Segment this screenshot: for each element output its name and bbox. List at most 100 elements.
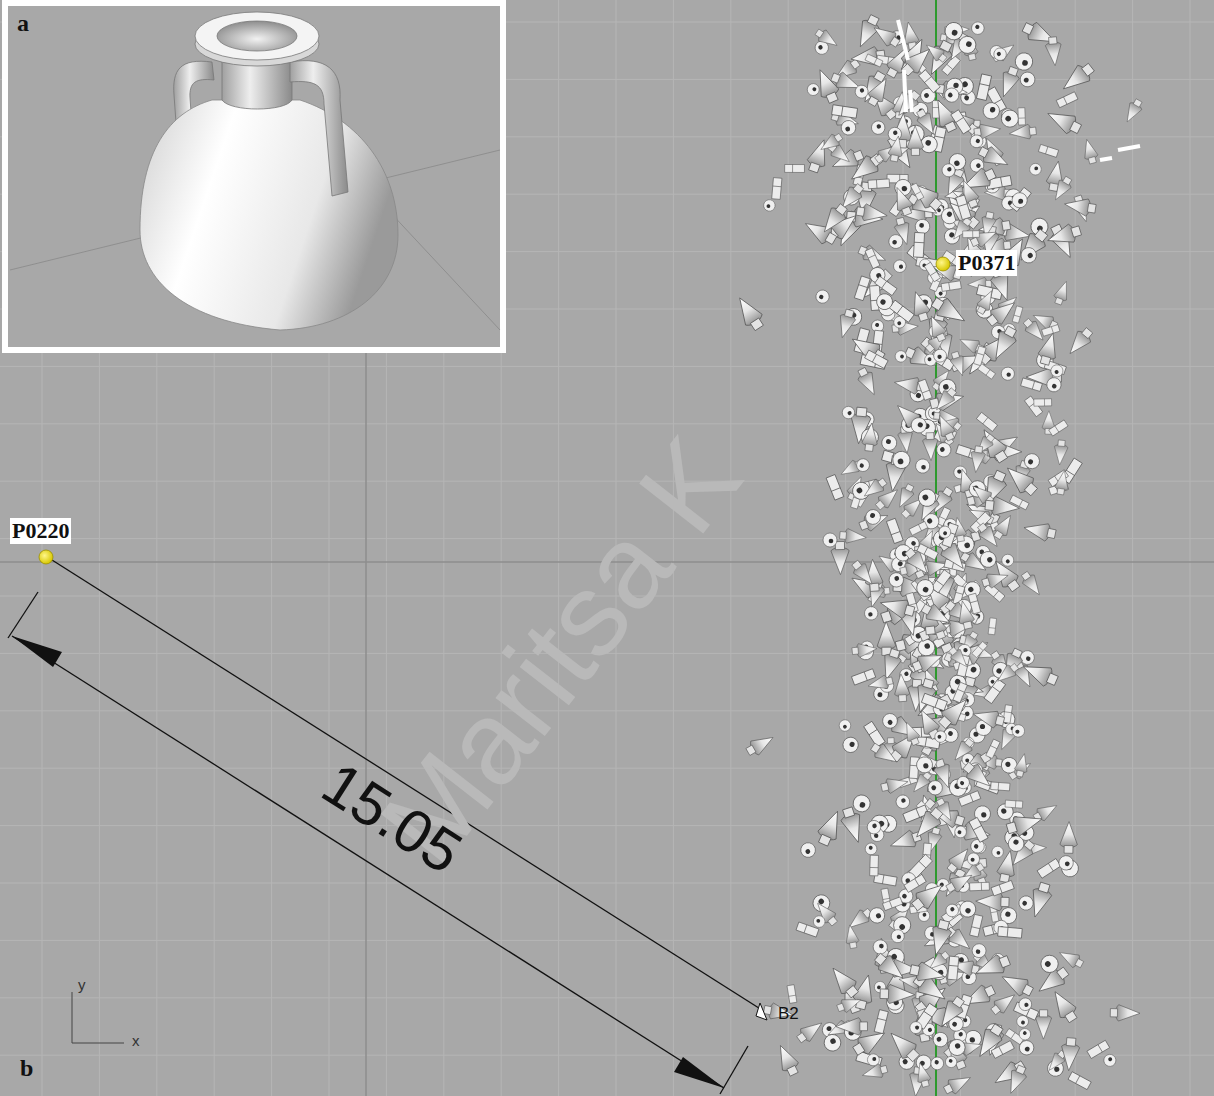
toe-stub [880,1065,888,1073]
toe-ring [1098,1045,1102,1052]
toe-ring [1048,863,1053,871]
amphora-toe [813,915,825,927]
amphora-toe [891,449,912,470]
amphora-toe [837,717,853,733]
toe-stub [825,232,837,244]
amphora-toe [835,308,858,340]
amphora-toe [840,119,858,137]
toe-ring [947,64,953,69]
toe-stub [1075,959,1084,968]
toe-ring [897,306,903,314]
toe-end [840,119,858,137]
toe-hole [1022,1030,1027,1035]
toe-stub [1024,840,1035,851]
amphora-toe [1058,855,1074,871]
toe-cylinder [865,350,889,368]
toe-stub [977,306,986,315]
toe-hole [892,240,898,246]
amphora-toe [915,486,939,510]
toe-cylinder [1042,325,1060,337]
toe-cone [1115,1005,1140,1022]
toe-end [915,486,939,510]
toe-stub [945,121,957,132]
toe-end [1001,367,1015,381]
toe-stub [1021,571,1031,580]
amphora-toe [826,962,862,1001]
amphora-toe [1068,1072,1091,1090]
toe-stub [990,1024,1003,1037]
toe-stub [984,985,995,997]
toe-end [863,507,883,527]
toe-ring [992,925,994,934]
toe-stub [1049,183,1058,192]
toe-stub [918,312,928,321]
amphora-toe [998,969,1035,1000]
toe-end [970,20,986,36]
amphora-toe [772,178,782,200]
toe-end [1017,1038,1036,1057]
toe-hole [967,586,974,593]
amphora-toe [1121,97,1145,125]
toe-stub [870,154,883,167]
amphora-toe [977,548,999,570]
toe-hole [922,912,927,917]
toe-cylinder [889,300,914,322]
toe-hole [829,1037,836,1044]
amphora-toe [1042,325,1060,337]
toe-cone [844,528,867,545]
toe-stub [875,154,884,163]
toe-cylinder [976,412,997,431]
amphora-toe [1044,375,1064,395]
toe-cylinder [865,248,880,269]
toe-stub [1016,1065,1026,1075]
toe-end [853,83,871,101]
amphora-toe [814,807,847,848]
toe-end [837,717,853,733]
amphora-toe [870,21,903,50]
toe-end [851,793,872,814]
toe-hole [938,291,944,297]
grid-line [0,366,1214,367]
amphora-toe [1013,226,1051,267]
toe-stub [905,484,914,492]
toe-hole [859,463,865,469]
toe-stub [887,738,894,744]
toe-stub [947,863,957,873]
toe-ring [921,727,922,737]
amphora-toe [805,82,821,98]
toe-stub [970,237,979,246]
amphora-toe [932,729,948,745]
grid-line [0,997,1214,998]
toe-stub [1110,1009,1117,1017]
amphora-toe [1010,187,1032,211]
amphora-toe [1012,306,1023,323]
amphora-toe [915,458,931,474]
grid-line [0,1055,1214,1056]
amphora-toe [1060,1037,1081,1071]
toe-ring [998,782,1000,790]
toe-hole [894,575,900,581]
toe-end [1049,363,1066,380]
toe-stub [991,1005,1001,1015]
toe-end [813,915,825,927]
toe-hole [845,126,851,132]
toe-ring [1014,315,1020,317]
toe-cylinder [953,682,968,703]
toe-ring [872,354,876,362]
toe-hole [917,421,924,428]
amphora-toe [999,552,1016,569]
toe-cylinder [976,74,991,101]
toe-stub [945,601,955,611]
amphora-toe [971,1021,1007,1062]
toe-ring [914,242,924,244]
amphora-toe [1005,833,1027,855]
amphora-toe [886,518,903,543]
toe-stub [1007,580,1020,592]
toe-hole [901,893,908,900]
toe-cylinder [1012,306,1023,323]
toe-stub [878,478,887,487]
toe-stub [1029,127,1036,135]
toe-cone [1060,1043,1080,1072]
toe-cylinder [951,110,971,134]
amphora-toe [1056,946,1085,970]
